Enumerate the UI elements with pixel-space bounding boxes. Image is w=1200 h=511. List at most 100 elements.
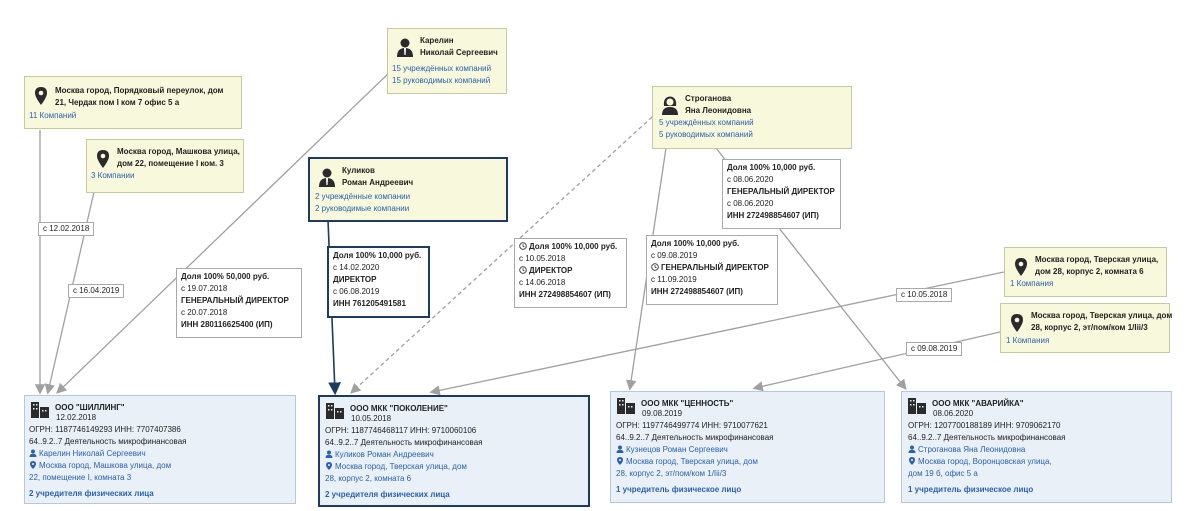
inn-text: ИНН 761205491581 [333, 299, 406, 308]
company-name: ООО "ШИЛЛИНГ" [55, 403, 125, 412]
company-card-cennost[interactable]: ООО МКК "ЦЕННОСТЬ" 09.08.2019 ОГРН: 1197… [610, 391, 885, 503]
company-address-link[interactable]: Москва город, Тверская улица, дом [325, 461, 482, 473]
company-ogrn-inn: ОГРН: 1187746149293 ИНН: 7707407386 [29, 425, 181, 434]
share-date: с 14.02.2020 [333, 263, 380, 272]
person-card-karelin[interactable]: Карелин Николай Сергеевич 15 учреждённых… [387, 28, 507, 94]
company-address-line-2[interactable]: 28, корпус 2, эт/пом/ком 1/Iii/3 [616, 469, 727, 478]
founded-companies-link[interactable]: 2 учреждённые компании [315, 192, 411, 201]
managed-companies-link[interactable]: 2 руководимые компании [315, 204, 410, 213]
share-date: с 10.05.2018 [519, 254, 566, 263]
managed-companies-link[interactable]: 5 руководимых компаний [659, 130, 753, 139]
edge-date-tag[interactable]: с 16.04.2019 [68, 284, 125, 298]
role-text: ГЕНЕРАЛЬНЫЙ ДИРЕКТОР [181, 296, 289, 305]
relation-label-karelin-shilling[interactable]: Доля 100% 50,000 руб. с 19.07.2018 ГЕНЕР… [176, 268, 302, 338]
building-icon [326, 403, 344, 419]
edge-date-tag[interactable]: с 12.02.2018 [38, 222, 95, 236]
address-companies-link[interactable]: 11 Компаний [29, 111, 77, 120]
company-card-shilling[interactable]: ООО "ШИЛЛИНГ" 12.02.2018 ОГРН: 118774614… [24, 395, 296, 504]
role-date: с 06.08.2019 [333, 287, 380, 296]
company-head-link[interactable]: Карелин Николай Сергеевич [29, 448, 186, 460]
share-date: с 09.08.2019 [651, 251, 698, 260]
company-date: 10.05.2018 [351, 414, 392, 423]
address-card-tverskaya-room6[interactable]: Москва город, Тверская улица, дом 28, ко… [1004, 247, 1167, 297]
address-card-tverskaya-iii3[interactable]: Москва город, Тверская улица, дом 28, ко… [1000, 303, 1172, 353]
company-date: 09.08.2019 [642, 409, 683, 418]
managed-companies-link[interactable]: 15 руководимых компаний [392, 76, 491, 85]
edge-addr4-cennost [752, 331, 1001, 392]
company-founders-link[interactable]: 2 учредителя физических лица [325, 490, 450, 499]
founded-companies-link[interactable]: 5 учреждённых компаний [659, 118, 754, 127]
pin-small-icon [29, 461, 37, 469]
company-card-pokolenie[interactable]: ООО МКК "ПОКОЛЕНИЕ" 10.05.2018 ОГРН: 118… [318, 395, 590, 507]
address-line-1: Москва город, Машкова улица, [117, 147, 240, 156]
company-okved: 64..9.2..7 Деятельность микрофинансовая [616, 433, 774, 442]
relation-label-kulikov-pokolenie[interactable]: Доля 100% 10,000 руб. с 14.02.2020 ДИРЕК… [327, 246, 430, 318]
address-line-1: Москва город, Порядковый переулок, дом [55, 86, 224, 95]
role-text: ДИРЕКТОР [529, 266, 573, 275]
person-card-stroganova[interactable]: Строганова Яна Леонидовна 5 учреждённых … [652, 86, 852, 149]
address-companies-link[interactable]: 1 Компания [1006, 336, 1050, 345]
share-date: с 19.07.2018 [181, 284, 228, 293]
person-name: Роман Андреевич [342, 178, 414, 187]
address-card-mashkova[interactable]: Москва город, Машкова улица, дом 22, пом… [86, 139, 244, 193]
share-text: Доля 100% 10,000 руб. [333, 251, 422, 260]
company-name: ООО МКК "АВАРИЙКА" [932, 399, 1024, 408]
company-okved: 64..9.2..7 Деятельность микрофинансовая [29, 437, 187, 446]
person-surname: Карелин [420, 36, 454, 45]
company-founders-link[interactable]: 2 учредителя физических лица [29, 489, 154, 498]
address-line-2: дом 22, помещение I ком. 3 [117, 159, 224, 168]
location-pin-icon [1015, 258, 1027, 276]
location-pin-icon [1011, 314, 1023, 332]
inn-text: ИНН 280116625400 (ИП) [181, 320, 273, 329]
person-small-icon [325, 450, 333, 458]
share-text: Доля 100% 10,000 руб. [727, 163, 816, 172]
company-address-link[interactable]: Москва город, Тверская улица, дом [616, 456, 773, 468]
role-text: ДИРЕКТОР [333, 275, 377, 284]
building-icon [908, 398, 926, 414]
person-small-icon [29, 449, 37, 457]
company-name: ООО МКК "ПОКОЛЕНИЕ" [350, 404, 448, 413]
company-address-link[interactable]: Москва город, Машкова улица, дом [29, 460, 186, 472]
address-line-2: 28, корпус 2, эт/пом/ком 1/Iii/3 [1031, 323, 1148, 332]
company-card-avariyka[interactable]: ООО МКК "АВАРИЙКА" 08.06.2020 ОГРН: 1207… [901, 391, 1172, 503]
company-address-line-2[interactable]: 28, корпус 2, комната 6 [325, 474, 412, 483]
relation-label-stroganova-cennost[interactable]: Доля 100% 10,000 руб. с 09.08.2019 ГЕНЕР… [646, 235, 778, 305]
company-address-link[interactable]: Москва город, Воронцовская улица, [908, 456, 1065, 468]
address-companies-link[interactable]: 1 Компания [1010, 279, 1054, 288]
company-address-line-2[interactable]: 22, помещение I, комната 3 [29, 473, 132, 482]
pin-small-icon [616, 457, 624, 465]
edge-date-tag[interactable]: с 10.05.2018 [896, 288, 953, 302]
pin-small-icon [908, 457, 916, 465]
company-head-link[interactable]: Кузнецов Роман Сергеевич [616, 444, 773, 456]
inn-text: ИНН 272498854607 (ИП) [727, 211, 819, 220]
edge-karelin-shilling [56, 69, 393, 394]
company-head-link[interactable]: Куликов Роман Андреевич [325, 449, 482, 461]
address-line-2: 21, Чердак пом I ком 7 офис 5 а [55, 98, 180, 107]
person-name: Яна Леонидовна [685, 106, 752, 115]
address-card-poryadkovy[interactable]: Москва город, Порядковый переулок, дом 2… [24, 76, 242, 129]
share-text: Доля 100% 10,000 руб. [529, 242, 618, 251]
company-ogrn-inn: ОГРН: 1187746468117 ИНН: 9710060106 [325, 426, 477, 435]
address-companies-link[interactable]: 3 Компании [91, 171, 135, 180]
company-ogrn-inn: ОГРН: 1207700188189 ИНН: 9709062170 [908, 421, 1061, 430]
relation-label-stroganova-avariyka[interactable]: Доля 100% 10,000 руб. с 08.06.2020 ГЕНЕР… [722, 159, 841, 229]
company-founders-link[interactable]: 1 учредитель физическое лицо [616, 485, 742, 494]
company-head-link[interactable]: Строганова Яна Леонидовна [908, 444, 1065, 456]
company-address-line-2[interactable]: дом 19 б, офис 5 а [908, 469, 978, 478]
edge-date-tag[interactable]: с 09.08.2019 [906, 342, 963, 356]
person-name: Николай Сергеевич [420, 48, 498, 57]
role-text: ГЕНЕРАЛЬНЫЙ ДИРЕКТОР [727, 187, 835, 196]
relation-label-stroganova-pokolenie[interactable]: Доля 100% 10,000 руб. с 10.05.2018 ДИРЕК… [514, 238, 627, 308]
share-text: Доля 100% 10,000 руб. [651, 239, 740, 248]
person-card-kulikov[interactable]: Куликов Роман Андреевич 2 учреждённые ко… [308, 157, 508, 222]
inn-text: ИНН 272498854607 (ИП) [651, 287, 743, 296]
founded-companies-link[interactable]: 15 учреждённых компаний [392, 64, 492, 73]
company-okved: 64..9.2..7 Деятельность микрофинансовая [908, 433, 1066, 442]
person-small-icon [908, 445, 916, 453]
company-date: 12.02.2018 [56, 413, 97, 422]
role-date: с 20.07.2018 [181, 308, 228, 317]
company-okved: 64..9.2..7 Деятельность микрофинансовая [325, 438, 483, 447]
company-founders-link[interactable]: 1 учредитель физическое лицо [908, 485, 1034, 494]
edge-stroganova-pokolenie [350, 116, 653, 394]
company-ogrn-inn: ОГРН: 1197746499774 ИНН: 9710077621 [616, 421, 768, 430]
